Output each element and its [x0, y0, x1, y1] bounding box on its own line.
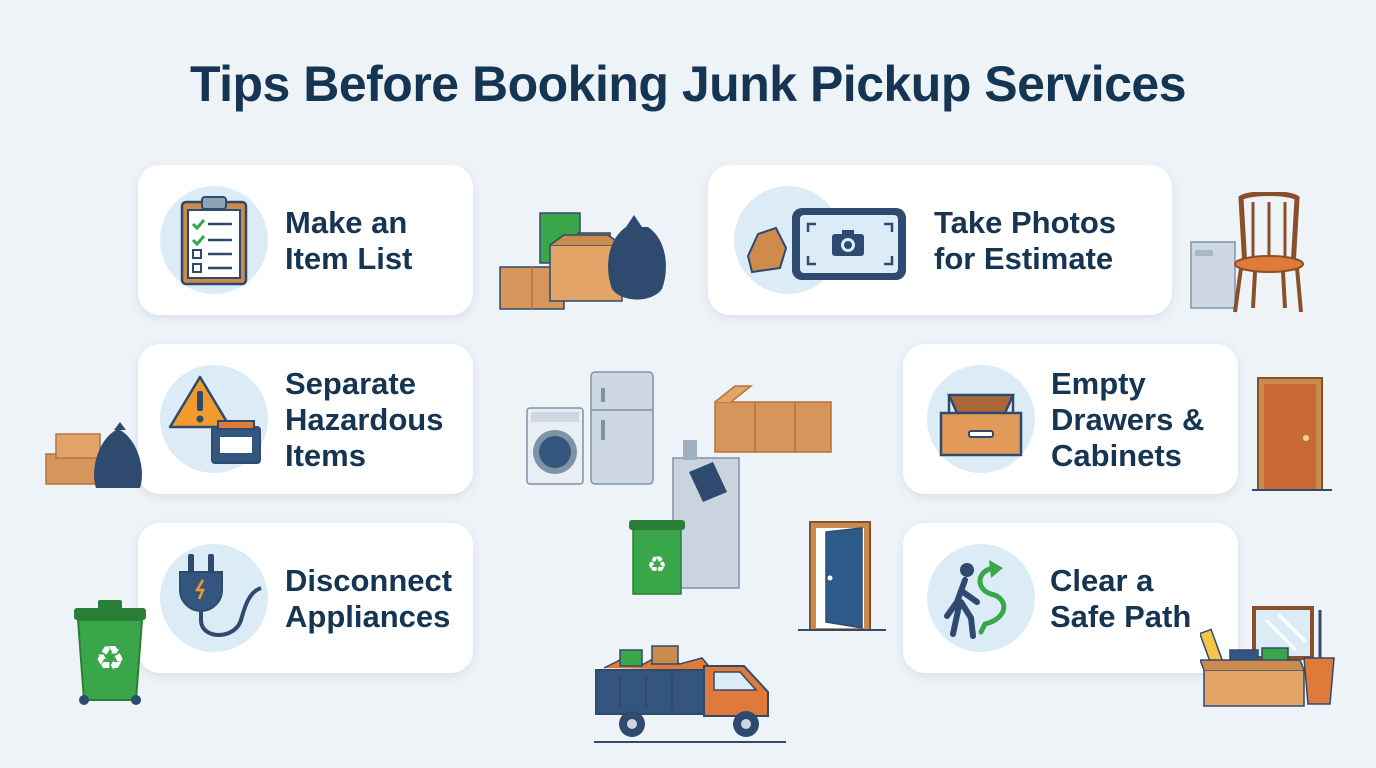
- warning-hazard-icon: [160, 365, 268, 473]
- svg-text:♻: ♻: [647, 553, 667, 578]
- clipboard-checklist-icon: [160, 186, 268, 294]
- phone-camera-icon: [734, 186, 906, 294]
- open-door-illustration: [798, 521, 886, 631]
- chair-and-bin-illustration: [1190, 192, 1304, 313]
- boxes-and-bag-small-illustration: [45, 422, 142, 488]
- boxes-and-bag-illustration: [499, 212, 666, 310]
- closed-door-illustration: [1252, 377, 1332, 491]
- packing-box-illustration: [1200, 606, 1335, 707]
- open-drawer-icon: [927, 365, 1035, 473]
- power-plug-icon: [160, 544, 268, 652]
- recycling-bin-illustration: ♻: [74, 600, 146, 705]
- svg-text:♻: ♻: [95, 639, 125, 679]
- walking-path-icon: [927, 544, 1035, 652]
- page-title: Tips Before Booking Junk Pickup Services: [189, 56, 1187, 112]
- appliances-pile-illustration: ♻: [526, 371, 832, 595]
- dump-truck-illustration: [594, 645, 786, 743]
